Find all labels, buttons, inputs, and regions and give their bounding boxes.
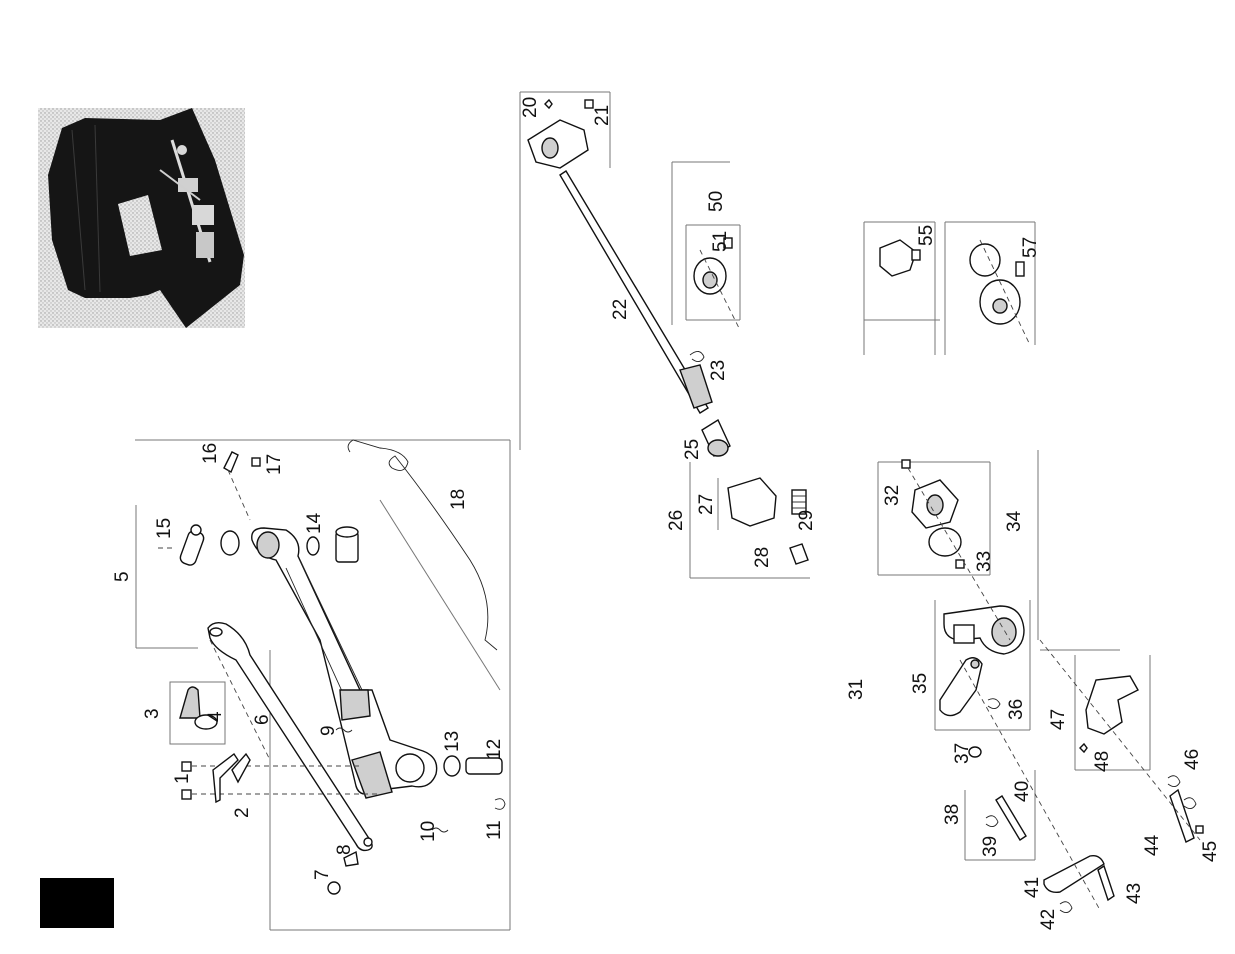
callout-11: 11: [484, 820, 505, 840]
part-28-block: [790, 544, 808, 564]
part-16-pin: [224, 452, 238, 472]
part-7-nut: [328, 882, 340, 894]
callout-57: 57: [1020, 237, 1041, 258]
part-1-screw: [182, 762, 191, 771]
washer: [221, 531, 239, 555]
callout-4: 4: [205, 711, 226, 722]
callout-36: 36: [1006, 699, 1027, 720]
callout-50: 50: [706, 191, 727, 212]
part-2-screw: [182, 790, 191, 799]
callout-42: 42: [1038, 909, 1059, 930]
callout-10: 10: [418, 821, 439, 842]
part-25-bushing: [702, 420, 730, 456]
callout-18: 18: [448, 489, 469, 510]
callout-1: 1: [172, 773, 193, 784]
callout-9: 9: [318, 725, 339, 736]
callout-26: 26: [666, 510, 687, 531]
callout-28: 28: [752, 547, 773, 568]
part-45-screw: [1196, 826, 1203, 833]
part-36-lever: [940, 658, 982, 716]
callout-16: 16: [200, 443, 221, 464]
callout-37: 37: [952, 743, 973, 764]
callout-14: 14: [304, 512, 325, 534]
part-3-clamp: [180, 687, 200, 718]
part-20-screw: [545, 100, 552, 108]
part-13-washer: [444, 756, 460, 776]
callout-17: 17: [264, 454, 285, 475]
part-18-wire-spring: [348, 440, 497, 650]
callout-25: 25: [682, 439, 703, 460]
callout-55: 55: [916, 225, 937, 246]
part-33-collar: [929, 528, 961, 556]
part-39-clip: [986, 816, 998, 827]
callout-13: 13: [442, 731, 463, 752]
callout-48: 48: [1092, 751, 1113, 772]
part-27-block: [728, 478, 776, 526]
part-42-clip: [1060, 902, 1072, 913]
callout-35: 35: [910, 673, 931, 694]
callout-40: 40: [1012, 781, 1033, 802]
part-36-clip: [988, 699, 1000, 709]
callout-31: 31: [846, 679, 867, 700]
part-50-collar: [694, 258, 726, 294]
callout-22: 22: [610, 299, 631, 320]
callout-5: 5: [112, 571, 133, 582]
callout-3: 3: [142, 708, 163, 719]
callout-44: 44: [1142, 834, 1163, 856]
callout-15: 15: [154, 518, 175, 539]
callout-47: 47: [1048, 709, 1069, 730]
callout-38: 38: [942, 804, 963, 825]
callout-39: 39: [980, 836, 1001, 857]
callout-labels: 1 2 3 4 5 6 7 8 9 10 11 12 13 14 15 16 1…: [112, 97, 1221, 930]
callout-33: 33: [974, 551, 995, 572]
callout-32: 32: [882, 485, 903, 506]
callout-27: 27: [696, 494, 717, 515]
part-17-screw: [252, 458, 260, 466]
callout-45: 45: [1200, 841, 1221, 862]
part-main-crank-lever: [252, 528, 437, 798]
callout-29: 29: [796, 510, 817, 531]
callout-51: 51: [710, 231, 731, 252]
machine-thumbnail: [38, 108, 245, 328]
part-55-block: [880, 240, 916, 276]
callout-41: 41: [1022, 877, 1043, 898]
part-11-clip: [495, 799, 505, 810]
callout-8: 8: [334, 844, 355, 855]
part-fork-plate: [213, 754, 238, 802]
callout-6: 6: [252, 714, 273, 725]
callout-23: 23: [708, 360, 729, 381]
part-46-clip: [1168, 776, 1180, 787]
part-57-collar: [970, 244, 1020, 324]
callout-7: 7: [312, 869, 333, 880]
callout-34: 34: [1004, 510, 1025, 532]
part-48-screw: [1080, 744, 1087, 752]
callout-21: 21: [592, 105, 613, 126]
callout-46: 46: [1182, 749, 1203, 770]
part-43-pin: [1098, 866, 1114, 900]
part-23-clip: [690, 351, 704, 361]
part-35-crank: [944, 606, 1024, 654]
black-badge: [40, 878, 114, 928]
callout-12: 12: [484, 739, 505, 760]
part-41-link: [1044, 856, 1104, 893]
callout-43: 43: [1124, 883, 1145, 904]
callout-2: 2: [232, 807, 253, 818]
part-47-bracket: [1086, 676, 1138, 734]
callout-20: 20: [520, 97, 541, 118]
part-20-clamp-block: [528, 120, 588, 168]
assembly-guide-lines: [210, 240, 1200, 910]
